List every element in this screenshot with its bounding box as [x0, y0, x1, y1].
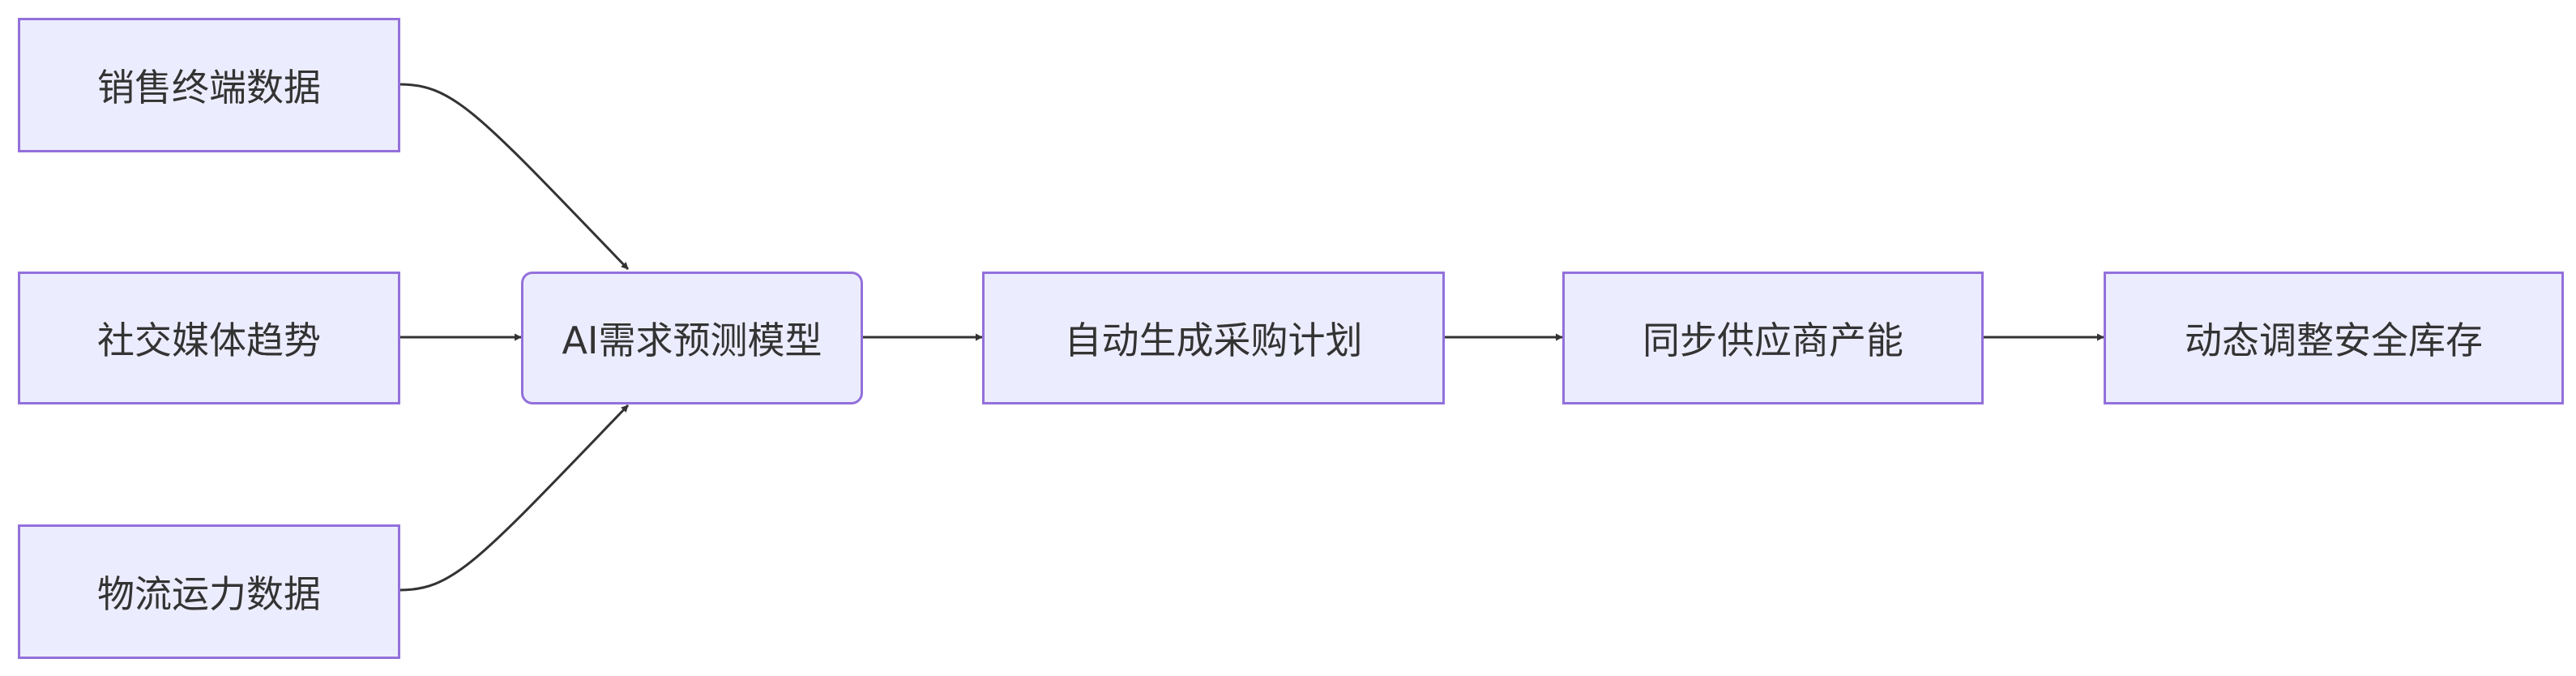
node-purchase-plan: 自动生成采购计划	[982, 272, 1445, 404]
node-pos-data: 销售终端数据	[18, 18, 400, 152]
node-supplier-sync: 同步供应商产能	[1562, 272, 1984, 404]
node-ai-model-label: AI需求预测模型	[562, 319, 822, 362]
node-logistics-data-label: 物流运力数据	[97, 572, 321, 616]
edge-logistics-to-model	[399, 404, 630, 592]
node-social-trends-label: 社交媒体趋势	[97, 319, 321, 362]
node-safety-stock-label: 动态调整安全库存	[2185, 319, 2483, 362]
node-safety-stock: 动态调整安全库存	[2104, 272, 2564, 404]
node-purchase-plan-label: 自动生成采购计划	[1064, 319, 1363, 362]
node-pos-data-label: 销售终端数据	[97, 66, 321, 109]
node-logistics-data: 物流运力数据	[18, 524, 400, 659]
node-supplier-sync-label: 同步供应商产能	[1643, 319, 1903, 362]
node-social-trends: 社交媒体趋势	[18, 272, 400, 404]
node-ai-model: AI需求预测模型	[521, 272, 863, 404]
edge-pos-to-model	[399, 83, 630, 271]
